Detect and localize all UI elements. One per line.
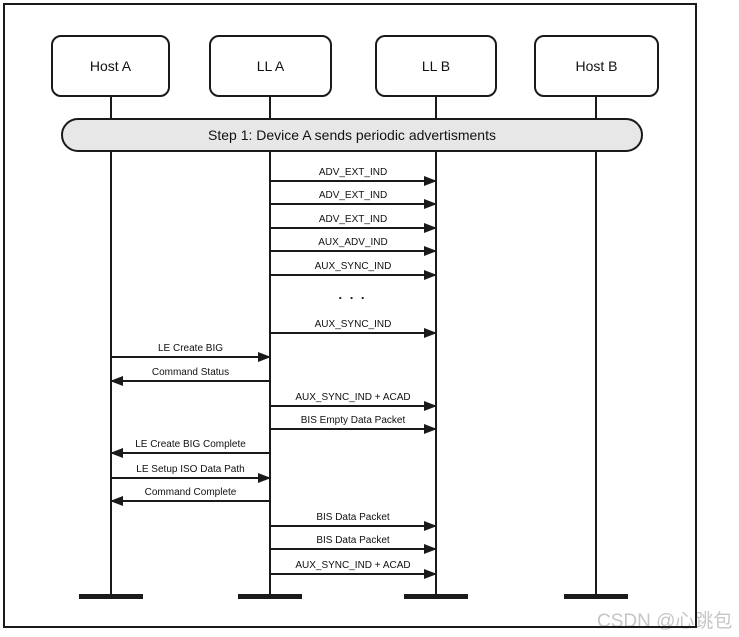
arrowhead-icon xyxy=(424,544,437,554)
message-line xyxy=(270,180,436,182)
step-banner: Step 1: Device A sends periodic advertis… xyxy=(61,118,643,152)
message-label: ADV_EXT_IND xyxy=(318,167,388,178)
message-label: BIS Empty Data Packet xyxy=(300,415,406,426)
arrowhead-icon xyxy=(110,448,123,458)
message-line xyxy=(270,274,436,276)
arrowhead-icon xyxy=(424,176,437,186)
message-arrow: AUX_SYNC_IND xyxy=(270,319,437,338)
arrowhead-icon xyxy=(258,352,271,362)
arrowhead-icon xyxy=(424,328,437,338)
message-label: Command Status xyxy=(151,367,230,378)
arrowhead-icon xyxy=(424,424,437,434)
lifeline-end-host-b xyxy=(564,594,628,599)
message-label: AUX_SYNC_IND + ACAD xyxy=(295,560,411,571)
message-arrow: ADV_EXT_IND xyxy=(270,190,437,209)
actor-box-ll-b: LL B xyxy=(375,35,497,97)
lifeline-end-host-a xyxy=(79,594,143,599)
message-arrow: ADV_EXT_IND xyxy=(270,214,437,233)
message-arrow: Command Status xyxy=(110,367,270,386)
actor-box-host-a: Host A xyxy=(51,35,170,97)
message-label: LE Setup ISO Data Path xyxy=(136,464,245,475)
message-arrow: LE Create BIG xyxy=(111,343,271,362)
message-arrow: AUX_SYNC_IND xyxy=(270,261,437,280)
message-label: BIS Data Packet xyxy=(316,512,390,523)
message-arrow: AUX_SYNC_IND + ACAD xyxy=(270,560,437,579)
actor-label: LL B xyxy=(421,58,451,74)
message-label: LE Create BIG xyxy=(157,343,224,354)
lifeline-host-a xyxy=(110,97,112,596)
message-line xyxy=(270,332,436,334)
arrowhead-icon xyxy=(424,223,437,233)
step-banner-label: Step 1: Device A sends periodic advertis… xyxy=(208,127,496,143)
lifeline-end-ll-a xyxy=(238,594,302,599)
arrowhead-icon xyxy=(110,496,123,506)
arrowhead-icon xyxy=(424,521,437,531)
actor-label: LL A xyxy=(256,58,285,74)
arrowhead-icon xyxy=(424,270,437,280)
message-line xyxy=(270,525,436,527)
message-arrow: BIS Empty Data Packet xyxy=(270,415,437,434)
continuation-ellipsis: . . . xyxy=(338,287,367,302)
message-label: AUX_ADV_IND xyxy=(318,237,388,248)
message-label: Command Complete xyxy=(144,487,237,498)
watermark-text: CSDN @心跳包 xyxy=(597,611,733,632)
message-arrow: ADV_EXT_IND xyxy=(270,167,437,186)
lifeline-ll-a xyxy=(269,97,271,596)
message-label: BIS Data Packet xyxy=(316,535,390,546)
message-line xyxy=(270,428,436,430)
message-line xyxy=(270,573,436,575)
message-line xyxy=(111,477,270,479)
message-line xyxy=(270,227,436,229)
lifeline-ll-b xyxy=(435,97,437,596)
arrowhead-icon xyxy=(258,473,271,483)
message-line xyxy=(111,356,270,358)
message-arrow: AUX_ADV_IND xyxy=(270,237,437,256)
lifeline-end-ll-b xyxy=(404,594,468,599)
actor-box-host-b: Host B xyxy=(534,35,659,97)
lifeline-host-b xyxy=(595,97,597,596)
message-arrow: BIS Data Packet xyxy=(270,512,437,531)
message-line xyxy=(270,250,436,252)
message-arrow: Command Complete xyxy=(110,487,270,506)
message-line xyxy=(111,452,270,454)
message-label: AUX_SYNC_IND xyxy=(314,319,392,330)
arrowhead-icon xyxy=(424,401,437,411)
message-arrow: LE Setup ISO Data Path xyxy=(111,464,271,483)
message-label: AUX_SYNC_IND xyxy=(314,261,392,272)
actor-box-ll-a: LL A xyxy=(209,35,332,97)
message-label: AUX_SYNC_IND + ACAD xyxy=(295,392,411,403)
message-line xyxy=(270,405,436,407)
message-line xyxy=(111,380,270,382)
message-arrow: BIS Data Packet xyxy=(270,535,437,554)
message-line xyxy=(270,203,436,205)
message-line xyxy=(270,548,436,550)
message-label: ADV_EXT_IND xyxy=(318,190,388,201)
message-label: ADV_EXT_IND xyxy=(318,214,388,225)
actor-label: Host B xyxy=(575,58,618,74)
message-line xyxy=(111,500,270,502)
arrowhead-icon xyxy=(424,569,437,579)
message-label: LE Create BIG Complete xyxy=(135,439,246,450)
message-arrow: AUX_SYNC_IND + ACAD xyxy=(270,392,437,411)
arrowhead-icon xyxy=(110,376,123,386)
message-arrow: LE Create BIG Complete xyxy=(110,439,270,458)
actor-label: Host A xyxy=(89,58,132,74)
arrowhead-icon xyxy=(424,246,437,256)
arrowhead-icon xyxy=(424,199,437,209)
